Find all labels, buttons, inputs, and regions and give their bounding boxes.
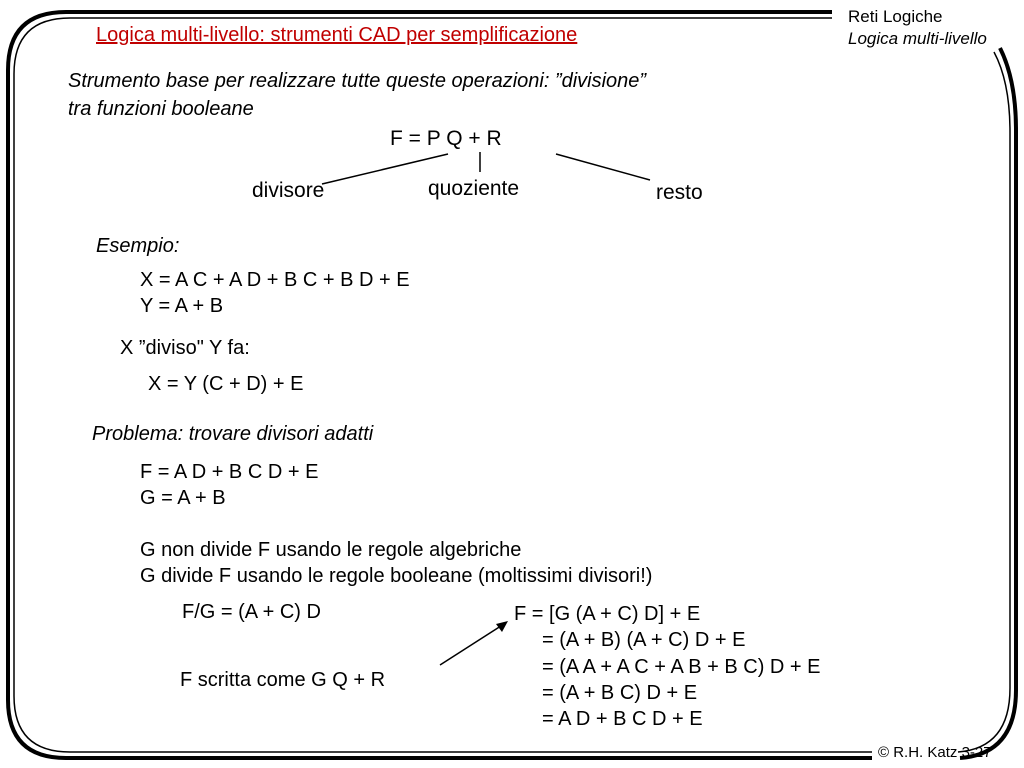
remainder-line [555, 153, 651, 181]
derivation-line-5: = A D + B C D + E [542, 708, 703, 730]
problem-g-equation: G = A + B [140, 487, 226, 509]
divisor-line [321, 153, 449, 185]
division-formula: F = P Q + R [390, 127, 502, 150]
derivation-line-2: = (A + B) (A + C) D + E [542, 629, 746, 651]
divisor-label: divisore [252, 179, 325, 202]
course-label: Reti Logiche [848, 7, 943, 26]
problem-fg-quotient: F/G = (A + C) D [182, 601, 321, 623]
remainder-label: resto [656, 181, 703, 204]
arrow-head-icon [496, 621, 508, 632]
example-x-equation: X = A C + A D + B C + B D + E [140, 269, 410, 291]
border-right-outer [959, 47, 1018, 760]
derivation-line-4: = (A + B C) D + E [542, 682, 698, 704]
border-right-inner [957, 51, 1011, 753]
intro-line-1: Strumento base per realizzare tutte ques… [68, 70, 647, 92]
example-divided-by: X ”diviso" Y fa: [120, 337, 250, 359]
intro-line-2: tra funzioni booleane [68, 98, 254, 120]
derivation-line-3: = (A A + A C + A B + B C) D + E [542, 656, 821, 678]
example-y-equation: Y = A + B [140, 295, 224, 317]
quotient-label: quoziente [428, 177, 520, 200]
problem-note-1: G non divide F usando le regole algebric… [140, 539, 522, 561]
slide-title: Logica multi-livello: strumenti CAD per … [96, 24, 578, 46]
problem-written-as: F scritta come G Q + R [180, 669, 386, 691]
problem-f-equation: F = A D + B C D + E [140, 461, 319, 483]
border-inner [13, 17, 872, 753]
example-result: X = Y (C + D) + E [148, 373, 304, 395]
example-heading: Esempio: [96, 235, 180, 257]
problem-note-2: G divide F usando le regole booleane (mo… [140, 565, 653, 587]
border-outer [6, 10, 872, 760]
arrow-line [439, 623, 505, 666]
derivation-line-1: F = [G (A + C) D] + E [514, 603, 701, 625]
footer-credit: © R.H. Katz 3-27 [878, 744, 992, 761]
problem-heading: Problema: trovare divisori adatti [92, 423, 374, 445]
topic-label: Logica multi-livello [848, 29, 987, 48]
